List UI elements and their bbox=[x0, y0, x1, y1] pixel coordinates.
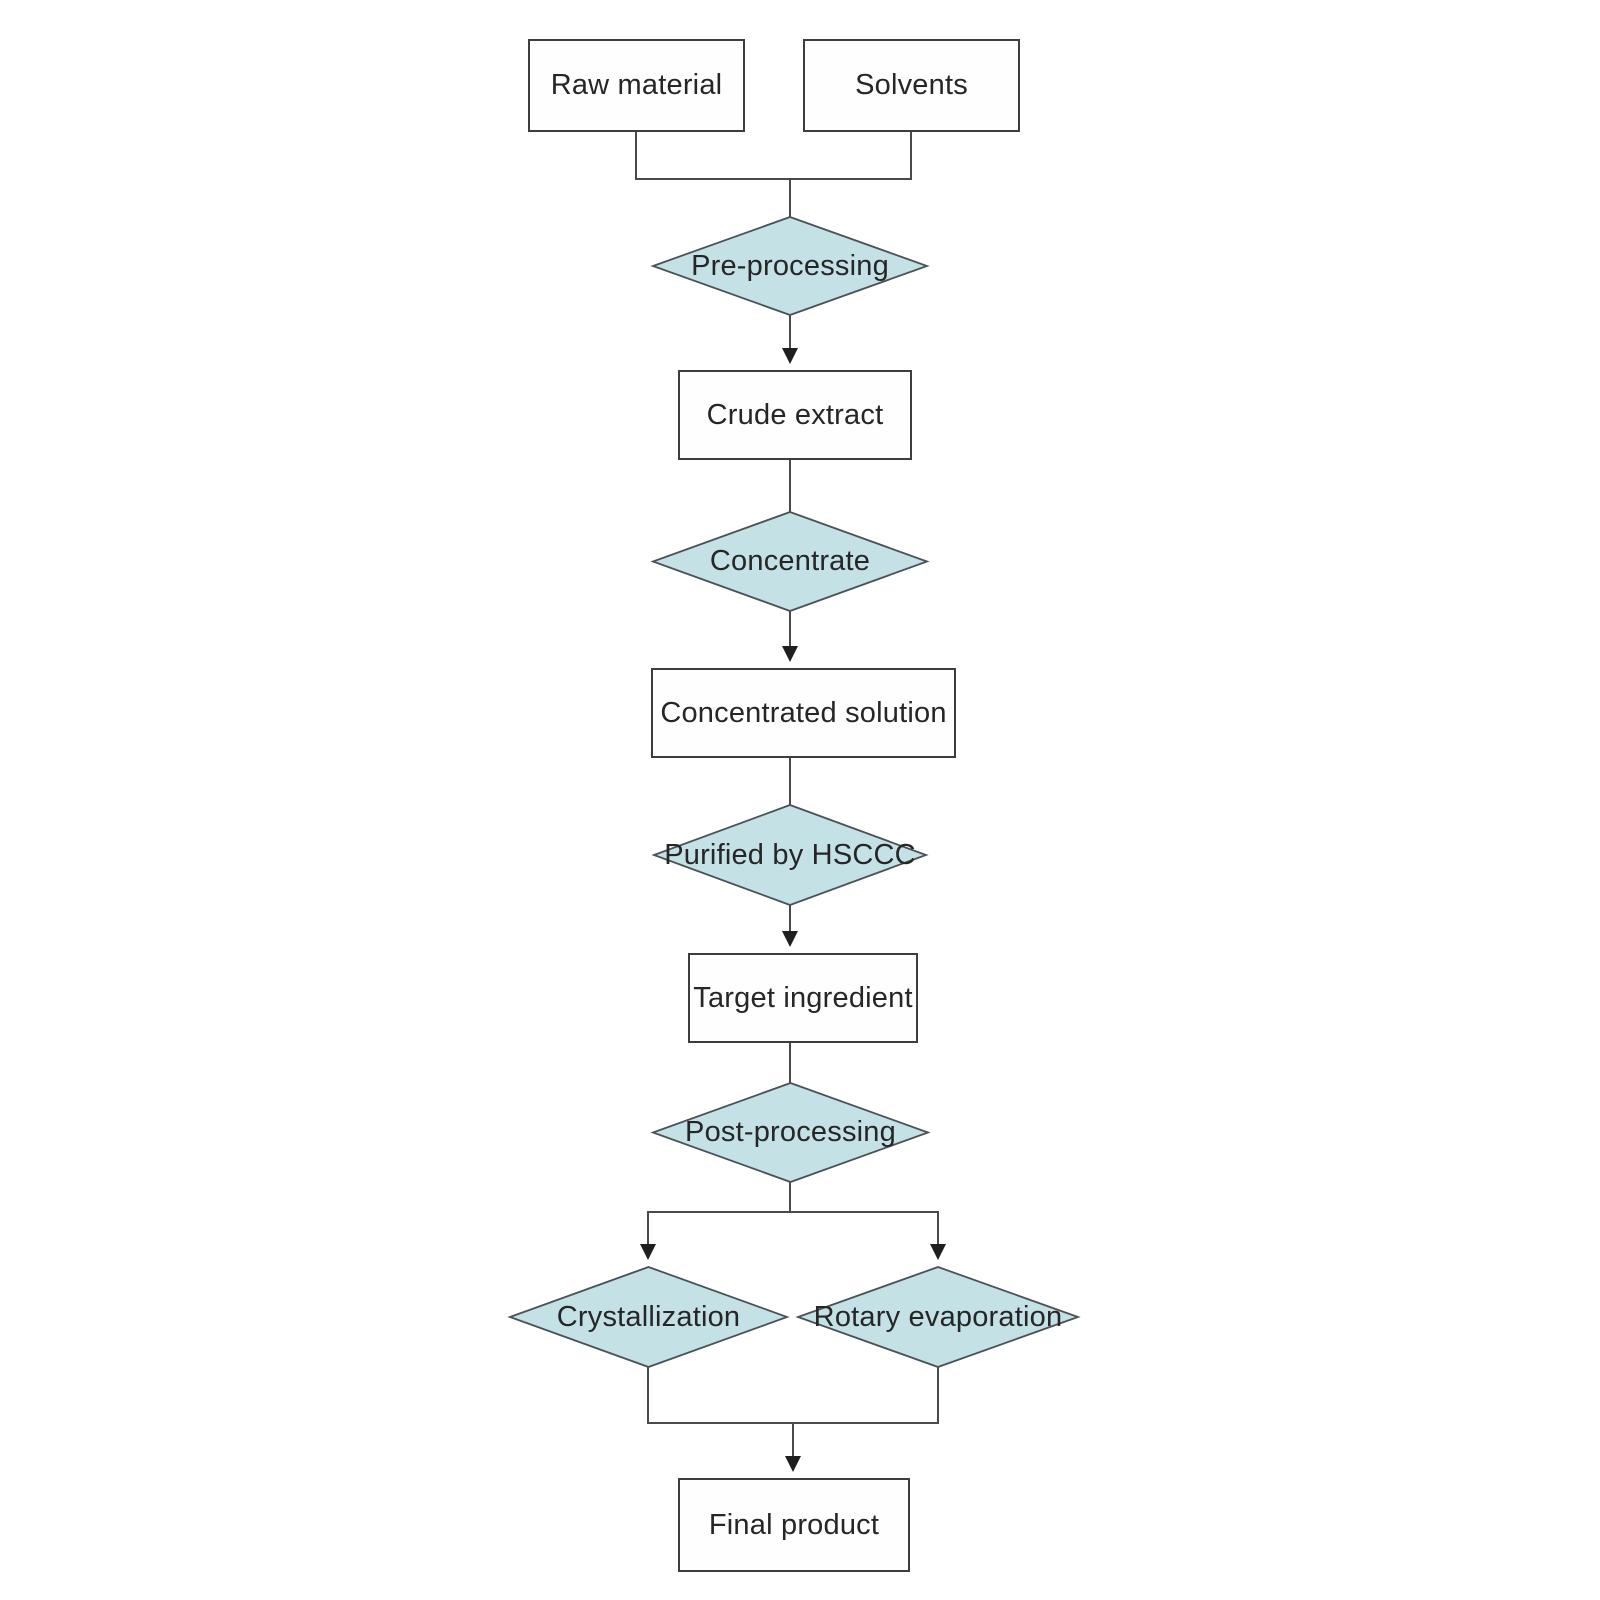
node-crystallization: Crystallization bbox=[510, 1267, 787, 1367]
diamond-icon bbox=[653, 217, 927, 315]
node-rotary-evaporation: Rotary evaporation bbox=[798, 1267, 1078, 1367]
node-concentrated-solution: Concentrated solution bbox=[651, 668, 956, 758]
node-concentrate: Concentrate bbox=[653, 512, 927, 611]
node-final-product: Final product bbox=[678, 1478, 910, 1572]
node-concentrate-label: Concentrate bbox=[709, 545, 871, 577]
node-pre-processing-label: Pre-processing bbox=[691, 249, 889, 282]
node-concentrated-solution-label: Concentrated solution bbox=[660, 696, 947, 729]
node-rotary-evaporation-label: Rotary evaporation bbox=[813, 1300, 1063, 1333]
node-crude-extract-label: Crude extract bbox=[706, 398, 884, 431]
node-pre-processing: Pre-processing bbox=[653, 217, 927, 315]
diamond-icon bbox=[798, 1267, 1078, 1367]
node-post-processing: Post-processing bbox=[653, 1083, 928, 1182]
node-final-product-label: Final product bbox=[708, 1508, 880, 1541]
node-solvents-label: Solvents bbox=[855, 69, 968, 101]
diamond-icon bbox=[510, 1267, 787, 1367]
node-target-ingredient: Target ingredient bbox=[688, 953, 918, 1043]
node-crystallization-label: Crystallization bbox=[556, 1300, 741, 1333]
node-raw-material: Raw material bbox=[528, 39, 745, 132]
node-solvents: Solvents bbox=[803, 39, 1020, 132]
diamond-icon bbox=[653, 512, 927, 611]
diamond-icon bbox=[653, 1083, 928, 1182]
node-crude-extract: Crude extract bbox=[678, 370, 912, 460]
node-target-ingredient-label: Target ingredient bbox=[693, 981, 913, 1014]
diamond-icon bbox=[654, 805, 926, 905]
node-purified-by-hsccc-label: Purified by HSCCC bbox=[664, 838, 916, 871]
node-raw-material-label: Raw material bbox=[550, 69, 723, 101]
node-purified-by-hsccc: Purified by HSCCC bbox=[654, 805, 926, 905]
node-post-processing-label: Post-processing bbox=[685, 1116, 896, 1148]
